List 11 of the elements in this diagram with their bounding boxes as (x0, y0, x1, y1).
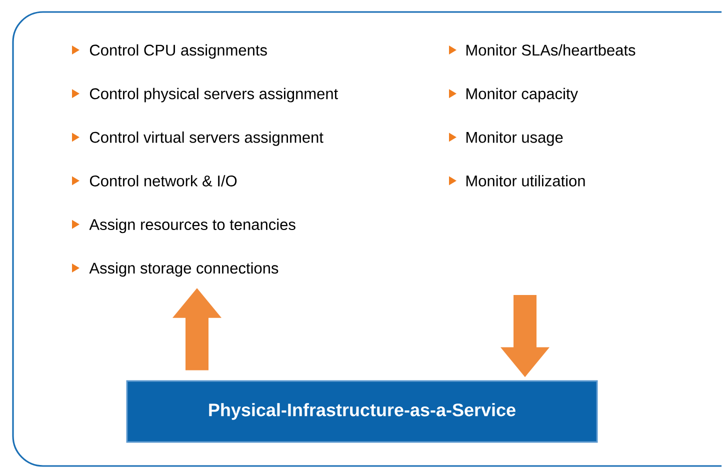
list-item: Control network & I/O (90, 175, 237, 186)
list-item: Control CPU assignments (90, 44, 267, 59)
list-item: Control physical servers assignment (90, 88, 338, 102)
list-item: Monitor SLAs/heartbeats (466, 44, 636, 56)
list-item: Assign storage connections (89, 262, 278, 277)
list-item: Monitor usage (466, 131, 563, 146)
title-bar: Physical-Infrastructure-as-a-Service (126, 380, 598, 443)
list-item: Assign resources to tenancies (89, 218, 296, 234)
list-item: Control virtual servers assignment (90, 131, 324, 146)
list-item: Monitor utilization (466, 175, 585, 186)
list-item: Monitor capacity (466, 88, 578, 102)
